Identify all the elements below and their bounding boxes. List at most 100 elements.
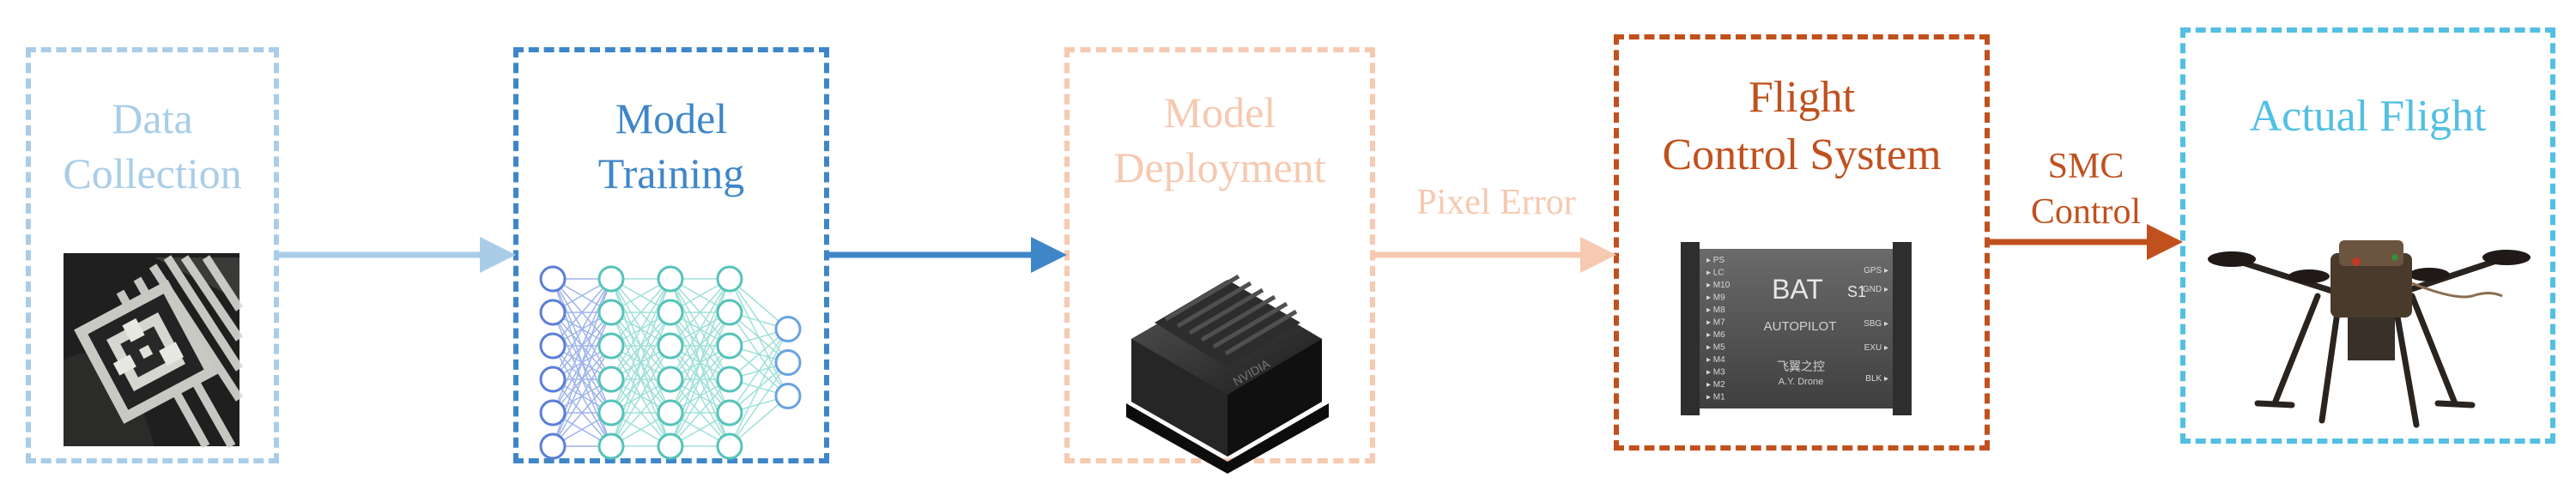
nn-node bbox=[597, 366, 625, 393]
nn-connection bbox=[552, 312, 612, 447]
stage-title-actual-flight: Actual Flight bbox=[2185, 88, 2550, 146]
nn-connection bbox=[610, 278, 671, 414]
stage-title-line: Training bbox=[597, 149, 745, 197]
nn-connection bbox=[729, 362, 789, 447]
stage-title-line: Data bbox=[112, 94, 193, 142]
edge-label-pixel-error: Pixel Error bbox=[1389, 180, 1603, 226]
board-brand: BAT bbox=[1772, 274, 1823, 305]
stage-title-line: Control System bbox=[1662, 130, 1942, 179]
nn-node bbox=[657, 332, 684, 360]
neural-network-graphic bbox=[539, 265, 802, 460]
board-pin-label: ▸ M10 bbox=[1706, 281, 1730, 290]
nn-node bbox=[716, 265, 743, 293]
edge-label-line: SMC bbox=[2047, 147, 2124, 186]
board-pin-label: ▸ M4 bbox=[1706, 355, 1725, 365]
stage-title-line: Model bbox=[1163, 88, 1276, 136]
stage-flight-control: Flight Control System bbox=[1614, 34, 1990, 451]
stage-model-training: Model Training bbox=[513, 47, 829, 463]
board-left-pins: ▸ PS ▸ LC ▸ M10 ▸ M9 ▸ M8 ▸ M7 ▸ M6 ▸ M5 ▸ M4 ▸ M… bbox=[1706, 256, 1730, 402]
board-pin-label: ▸ LC bbox=[1706, 269, 1724, 278]
board-maker-cn: 飞翼之控 bbox=[1777, 360, 1825, 373]
nn-connection bbox=[552, 278, 612, 414]
stage-title-line: Model bbox=[615, 94, 728, 142]
board-pin-label: ▸ M1 bbox=[1706, 393, 1725, 402]
board-pin-label: ▸ M5 bbox=[1706, 343, 1725, 353]
nn-node bbox=[597, 299, 625, 326]
nn-node bbox=[774, 316, 802, 342]
board-pin-label: ▸ M2 bbox=[1706, 380, 1725, 390]
nn-node bbox=[539, 433, 567, 460]
nn-node bbox=[597, 433, 625, 460]
nn-node bbox=[539, 366, 567, 393]
nn-connection bbox=[729, 329, 789, 414]
nn-node bbox=[774, 349, 802, 376]
board-model: S1 bbox=[1847, 283, 1866, 300]
autopilot-board-image: BAT S1 AUTOPILOT 飞翼之控 A.Y. Drone ▸ PS ▸ L… bbox=[1681, 242, 1912, 415]
nn-node bbox=[539, 332, 567, 360]
nn-node bbox=[774, 383, 802, 409]
nn-connection bbox=[552, 345, 612, 447]
nn-node bbox=[716, 299, 743, 326]
stage-title-model-training: Model Training bbox=[518, 91, 824, 201]
board-pin-label: ▸ M9 bbox=[1706, 293, 1725, 303]
nn-connection bbox=[552, 278, 612, 380]
nn-node bbox=[657, 299, 684, 326]
stage-title-line: Actual Flight bbox=[2249, 92, 2487, 141]
edge-label-line: Pixel Error bbox=[1416, 183, 1576, 222]
nn-connection bbox=[552, 278, 612, 347]
stage-title-line: Deployment bbox=[1113, 143, 1326, 191]
stage-title-line: Collection bbox=[63, 149, 242, 197]
stage-title-flight-control: Flight Control System bbox=[1619, 70, 1985, 184]
nn-node bbox=[657, 399, 684, 426]
board-pin-label: ▸ M6 bbox=[1706, 330, 1725, 340]
nn-node bbox=[597, 265, 625, 293]
nn-node bbox=[716, 366, 743, 393]
board-pin-label: GND ▸ bbox=[1863, 285, 1888, 294]
nn-node bbox=[657, 265, 684, 293]
nn-node bbox=[716, 332, 743, 360]
board-pin-label: SBG ▸ bbox=[1864, 319, 1888, 329]
edge-label-line: Control bbox=[2030, 191, 2142, 232]
nn-node bbox=[539, 299, 567, 326]
nn-node bbox=[716, 433, 743, 460]
nn-connection bbox=[729, 329, 789, 447]
board-right-pins: GPS ▸GND ▸SBG ▸EXU ▸BLK ▸ bbox=[1863, 266, 1888, 384]
board-caption: AUTOPILOT bbox=[1764, 319, 1837, 334]
nn-connection bbox=[670, 278, 730, 380]
board-pin-label: ▸ PS bbox=[1706, 256, 1724, 265]
board-pin-label: ▸ M8 bbox=[1706, 305, 1725, 315]
edge-label-smc-control: SMC Control bbox=[2000, 144, 2172, 234]
nn-node bbox=[539, 265, 567, 293]
nn-connection bbox=[670, 312, 730, 447]
board-pin-label: ▸ M3 bbox=[1706, 368, 1725, 378]
jetson-module-image: NVIDIA bbox=[1126, 274, 1329, 474]
marker-photo bbox=[64, 253, 244, 449]
nn-node bbox=[716, 399, 743, 426]
nn-node bbox=[657, 366, 684, 393]
stage-title-line: Flight bbox=[1748, 73, 1856, 122]
nn-connection bbox=[670, 345, 730, 447]
nn-connection bbox=[552, 378, 612, 447]
stage-title-data-collection: Data Collection bbox=[31, 91, 274, 201]
nn-connection bbox=[610, 278, 671, 380]
nn-connection bbox=[610, 312, 671, 447]
nn-node bbox=[539, 399, 567, 426]
stage-data-collection: Data Collection bbox=[26, 47, 279, 463]
nn-node bbox=[597, 399, 625, 426]
nn-connection bbox=[610, 278, 671, 347]
nn-connection bbox=[610, 378, 671, 447]
board-pin-label: EXU ▸ bbox=[1864, 343, 1888, 353]
nn-connection bbox=[670, 278, 730, 347]
nn-node bbox=[597, 332, 625, 360]
nn-connection bbox=[670, 278, 730, 414]
nn-node bbox=[657, 433, 684, 460]
drone-photo bbox=[2208, 240, 2531, 428]
nn-connection bbox=[610, 345, 671, 447]
board-maker: A.Y. Drone bbox=[1779, 377, 1823, 387]
board-pin-label: ▸ M7 bbox=[1706, 318, 1725, 328]
stage-title-model-deployment: Model Deployment bbox=[1070, 85, 1370, 195]
board-pin-label: BLK ▸ bbox=[1865, 374, 1888, 384]
stage-actual-flight: Actual Flight bbox=[2180, 27, 2555, 444]
